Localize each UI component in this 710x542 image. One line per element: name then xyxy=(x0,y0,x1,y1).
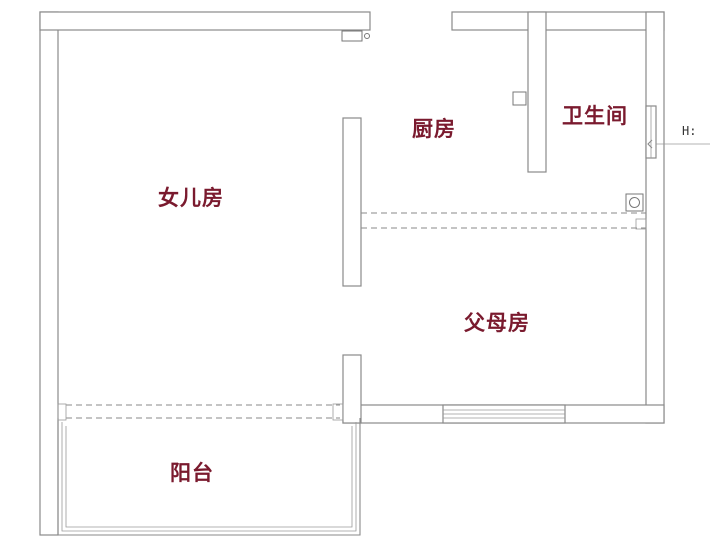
room-label-bathroom: 卫生间 xyxy=(562,104,628,128)
bathroom-window xyxy=(645,105,657,159)
marker-arrow-icon xyxy=(647,139,653,149)
balcony-outline xyxy=(57,403,361,536)
kitchen-bathroom-wall xyxy=(527,11,547,173)
partition-post xyxy=(635,218,647,230)
top-wall-left xyxy=(39,11,371,31)
vent-box xyxy=(341,30,363,42)
partition-wall-lower xyxy=(342,354,362,424)
right-wall xyxy=(645,11,665,424)
kitchen-flue-icon xyxy=(512,91,527,106)
balcony-inner-rail-2 xyxy=(65,426,353,528)
room-labels: 女儿房 厨房 卫生间 父母房 阳台 xyxy=(158,104,628,485)
outer-walls xyxy=(39,11,665,536)
floor-drain-circle xyxy=(629,197,640,208)
balcony-door-jamb-left xyxy=(57,403,67,421)
kitchen-parents-partition xyxy=(361,212,647,230)
left-wall xyxy=(39,11,59,536)
room-label-balcony: 阳台 xyxy=(170,461,214,485)
pipe-icon xyxy=(364,33,370,39)
room-label-kitchen: 厨房 xyxy=(412,117,456,141)
parents-window xyxy=(442,404,566,424)
height-marker: H: xyxy=(647,124,710,149)
interior-walls xyxy=(342,11,547,424)
room-label-daughter: 女儿房 xyxy=(158,186,224,210)
fixtures xyxy=(341,30,644,212)
balcony-frame xyxy=(57,418,361,536)
height-marker-label: H: xyxy=(682,124,696,138)
balcony-door-jamb-right xyxy=(332,403,344,421)
top-wall-right xyxy=(451,11,665,31)
partition-wall-upper xyxy=(342,117,362,287)
balcony-inner-rail xyxy=(61,422,357,532)
room-label-parents: 父母房 xyxy=(464,311,530,335)
